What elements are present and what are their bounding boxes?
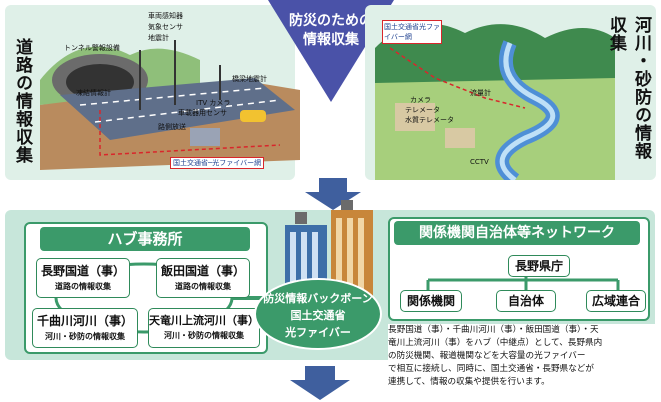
river-label-flowmeter: 流量計 [470, 89, 491, 97]
road-info-title: 道路の情報収集 [12, 38, 32, 164]
network-node-regional-union: 広域連合 [586, 290, 646, 312]
road-label-seismometer: 地震計 [148, 34, 169, 42]
center-triangle [268, 0, 394, 102]
center-title-line2: 情報収集 [303, 32, 359, 48]
river-label-cctv: CCTV [470, 158, 489, 166]
road-label-weather-sensor: 気象センサ [148, 23, 183, 31]
river-label-water-quality: 水質テレメータ [405, 116, 454, 124]
network-node-municipalities: 自治体 [496, 290, 556, 312]
road-illustration [40, 40, 300, 170]
road-label-bridge-seismometer: 橋梁地震計 [232, 75, 267, 83]
network-title: 関係機関自治体等ネットワーク [394, 221, 640, 245]
river-label-fiber-network: 国土交通省光ファイバー網 [382, 20, 442, 44]
office-name: 飯田国道（事） [160, 264, 245, 278]
river-label-camera: カメラ [410, 96, 431, 104]
office-sub: 河川・砂防の情報収集 [164, 331, 244, 340]
office-sub: 河川・砂防の情報収集 [45, 332, 125, 341]
road-label-freeze-meter: 凍結情報計 [76, 89, 111, 97]
office-name: 長野国道（事） [40, 264, 125, 278]
road-label-itv-camera: ITV カメラ [196, 99, 231, 107]
road-label-roadside-broadcast: 路側放送 [158, 123, 186, 131]
prefecture-node: 長野県庁 [508, 255, 570, 277]
office-iida-road: 飯田国道（事） 道路の情報収集 [156, 258, 250, 298]
road-label-tunnel-alarm: トンネル警報設備 [64, 44, 120, 52]
center-title-line1: 防災のための [289, 13, 373, 29]
hub-title: ハブ事務所 [40, 227, 250, 251]
river-label-telemeter: テレメータ [405, 106, 440, 114]
road-label-vehicle-detector: 車両感知器 [148, 12, 183, 20]
office-name: 千曲川河川（事） [36, 314, 133, 328]
backbone-line1: 防災情報バックボーン [263, 292, 373, 305]
backbone-line3: 光ファイバー [285, 326, 351, 339]
description-line: 連携して、情報の収集や提供を行います。 [388, 377, 550, 387]
river-info-title: 河川・砂防の情報収集 [606, 16, 651, 160]
description-line: で相互に接続し、同時に、国土交通省・長野県などが [388, 364, 594, 374]
description-line: の防災機関、報道機関などを大容量の光ファイバー [388, 351, 586, 361]
description-line: 長野国道（事）・千曲川河川（事）・飯田国道（事）・天 [388, 325, 599, 335]
office-chikuma-river: 千曲川河川（事） 河川・砂防の情報収集 [32, 308, 138, 348]
description-text: 長野国道（事）・千曲川河川（事）・飯田国道（事）・天 竜川上流河川（事）をハブ（… [388, 324, 658, 389]
network-node-agencies: 関係機関 [400, 290, 462, 312]
backbone-ellipse: 防災情報バックボーン 国土交通省 光ファイバー [254, 278, 382, 350]
backbone-line2: 国土交通省 [290, 309, 346, 322]
office-name: 天竜川上流河川（事） [149, 314, 259, 327]
down-arrow-bottom [290, 366, 350, 400]
road-label-fiber-network: 国土交通省─光ファイバー網 [170, 157, 265, 169]
road-label-onboard-sensor: 車載器用センサ [178, 109, 227, 117]
office-tenryu-river: 天竜川上流河川（事） 河川・砂防の情報収集 [148, 308, 260, 348]
down-arrow-top [305, 178, 361, 210]
network-lines [426, 267, 620, 290]
office-sub: 道路の情報収集 [175, 282, 231, 291]
description-line: 竜川上流河川（事）をハブ（中継点）として、長野県内 [388, 338, 603, 348]
office-sub: 道路の情報収集 [55, 282, 111, 291]
office-nagano-road: 長野国道（事） 道路の情報収集 [36, 258, 130, 298]
hub-ring [54, 262, 264, 334]
